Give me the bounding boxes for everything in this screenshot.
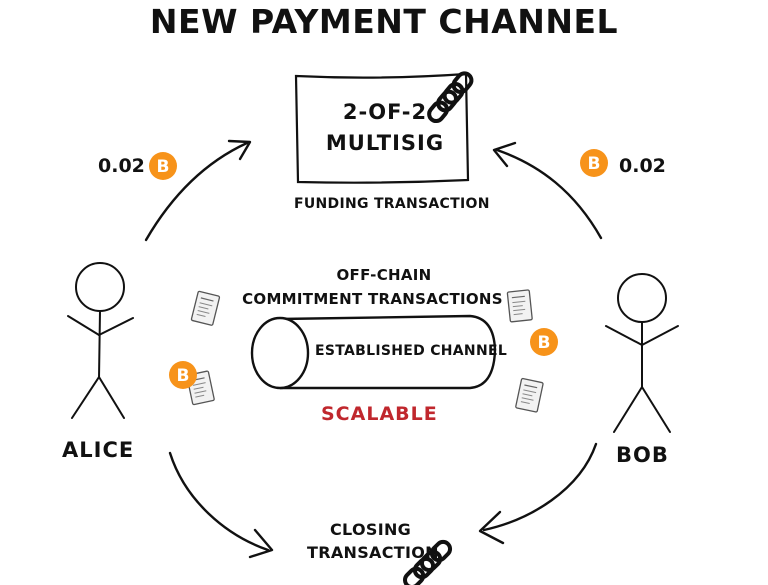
established-channel-cylinder <box>250 314 497 390</box>
alice-stick-figure-icon <box>67 262 134 419</box>
transaction-document-icon <box>514 377 544 413</box>
bitcoin-coin-icon: B <box>530 328 558 356</box>
bitcoin-coin-icon: B <box>149 152 177 180</box>
bob-name: BOB <box>616 443 669 467</box>
scalable-label: SCALABLE <box>321 403 438 425</box>
svg-text:B: B <box>157 157 170 177</box>
alice-amount: 0.02 <box>98 155 145 177</box>
svg-text:B: B <box>177 366 190 386</box>
closing-label-line-2: TRANSACTION <box>307 543 439 562</box>
bitcoin-coin-icon: B <box>580 149 608 177</box>
svg-text:B: B <box>538 333 551 353</box>
flow-arrows <box>144 139 603 559</box>
funding-transaction-label: FUNDING TRANSACTION <box>294 196 490 212</box>
bitcoin-coin-icon: B <box>169 361 197 389</box>
svg-text:B: B <box>588 154 601 174</box>
multisig-line-1: 2-OF-2 <box>342 100 428 124</box>
established-channel-label: ESTABLISHED CHANNEL <box>315 343 508 359</box>
alice-name: ALICE <box>62 438 135 462</box>
offchain-label-line-2: COMMITMENT TRANSACTIONS <box>242 290 503 308</box>
multisig-line-2: MULTISIG <box>325 131 445 155</box>
bob-amount: 0.02 <box>619 155 666 177</box>
multisig-box <box>294 72 470 184</box>
page-title: NEW PAYMENT CHANNEL <box>149 2 619 41</box>
bob-stick-figure-icon <box>605 273 679 433</box>
offchain-label-line-1: OFF-CHAIN <box>336 266 432 284</box>
closing-label-line-1: CLOSING <box>330 520 412 539</box>
